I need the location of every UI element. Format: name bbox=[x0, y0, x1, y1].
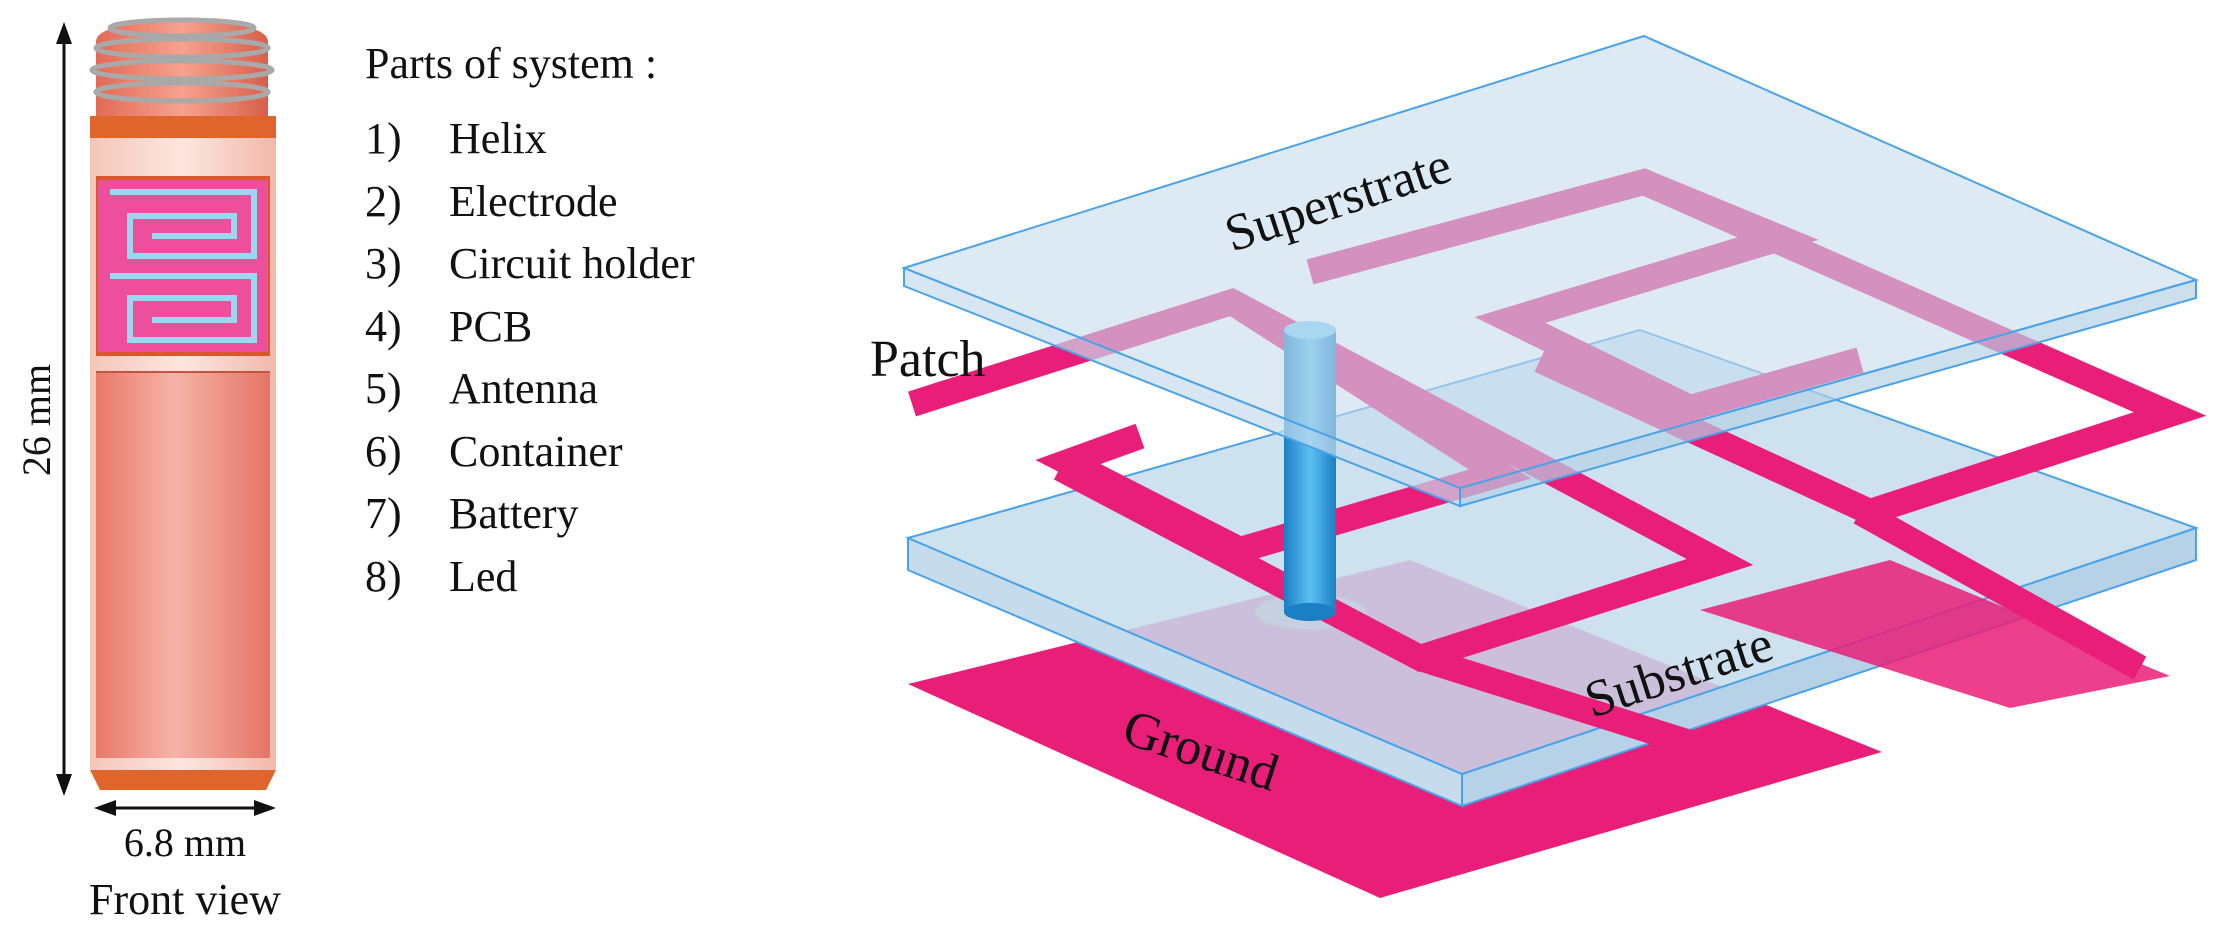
patch-label: Patch bbox=[870, 331, 986, 388]
width-label: 6.8 mm bbox=[124, 820, 246, 865]
parts-list: 1) Helix 2) Electrode 3) Circuit holder 4) P… bbox=[365, 108, 695, 608]
battery bbox=[96, 372, 270, 758]
view-label: Front view bbox=[89, 875, 281, 924]
item-name: PCB bbox=[449, 301, 533, 351]
capsule-head bbox=[96, 22, 268, 116]
meander-antenna-icon bbox=[110, 189, 257, 343]
item-name: Led bbox=[449, 551, 518, 601]
parts-title: Parts of system : bbox=[365, 39, 658, 88]
helix-coil bbox=[89, 17, 275, 104]
height-dimension: 26 mm bbox=[14, 22, 72, 796]
item-number: 2) bbox=[365, 176, 402, 226]
width-dimension: 6.8 mm Front view bbox=[89, 800, 281, 924]
item-number: 4) bbox=[365, 301, 402, 351]
item-number: 1) bbox=[365, 114, 402, 163]
item-number: 6) bbox=[365, 426, 402, 476]
electrode-band-top bbox=[90, 116, 276, 138]
item-number: 8) bbox=[365, 551, 402, 601]
list-item: 7) Battery bbox=[365, 483, 695, 546]
superstrate-slab bbox=[901, 34, 2199, 508]
list-item: 8) Led bbox=[365, 546, 695, 609]
item-number: 7) bbox=[365, 489, 402, 538]
pcb bbox=[98, 180, 268, 352]
item-name: Electrode bbox=[449, 176, 618, 226]
capsule-front-view bbox=[89, 17, 276, 790]
item-name: Battery bbox=[449, 489, 579, 538]
item-name: Antenna bbox=[449, 364, 599, 413]
antenna-exploded-view: Superstrate Patch Substrate Ground bbox=[870, 34, 2207, 898]
list-item: 3) Circuit holder bbox=[365, 233, 695, 296]
list-item: 1) Helix bbox=[365, 108, 695, 171]
item-name: Container bbox=[449, 426, 623, 476]
item-name: Circuit holder bbox=[449, 239, 695, 288]
led-cap bbox=[90, 770, 276, 790]
height-label: 26 mm bbox=[14, 364, 59, 476]
item-number: 3) bbox=[365, 239, 402, 288]
list-item: 4) PCB bbox=[365, 296, 695, 359]
patch-tail bbox=[1700, 560, 2170, 708]
list-item: 2) Electrode bbox=[365, 171, 695, 234]
item-name: Helix bbox=[449, 114, 547, 163]
list-item: 6) Container bbox=[365, 421, 695, 484]
item-number: 5) bbox=[365, 364, 402, 413]
list-item: 5) Antenna bbox=[365, 358, 695, 421]
